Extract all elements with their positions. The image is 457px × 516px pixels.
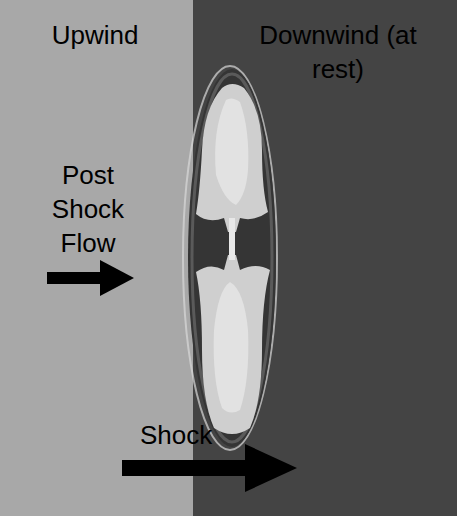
flow-arrow-shaft — [47, 272, 103, 284]
region-label: Upwind — [20, 18, 170, 52]
cloud-rim — [183, 66, 277, 450]
flow-arrow-head — [100, 260, 134, 296]
region-label: Downwind (at rest) — [258, 18, 418, 86]
cloud-upper-core — [215, 98, 248, 205]
cloud-lower-lobe — [196, 255, 270, 434]
cloud-upper-lobe — [196, 84, 268, 232]
cloud-stem — [229, 218, 235, 260]
shock-arrow-head — [245, 444, 297, 492]
cloud-lower-core — [214, 282, 249, 413]
flow-label: Post Shock Flow — [28, 158, 148, 260]
cloud-shell — [192, 74, 272, 442]
shock-arrow-shaft — [122, 460, 248, 476]
shock-label: Shock — [140, 418, 250, 452]
cloud-body — [188, 69, 276, 447]
